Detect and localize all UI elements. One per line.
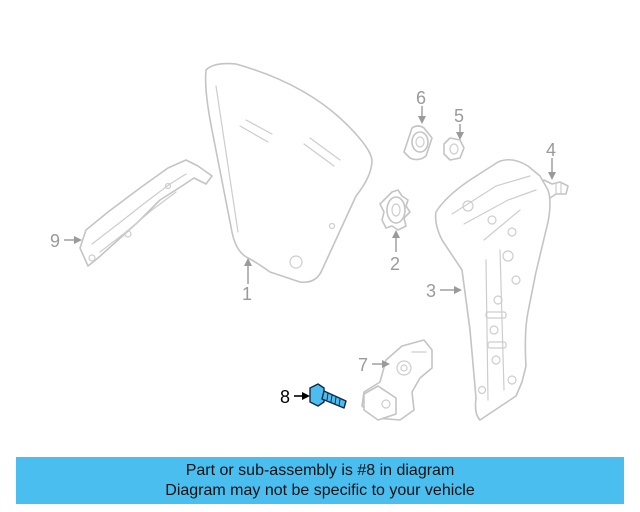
info-banner: Part or sub-assembly is #8 in diagram Di… [16,457,624,504]
part-1-door-glass[interactable] [204,62,373,284]
part-7-motor[interactable] [361,339,433,421]
part-5-bushing[interactable] [443,137,465,161]
callout-7-label: 7 [358,355,368,375]
part-9-guide-rail[interactable] [79,159,213,267]
callout-8-label: 8 [280,387,290,407]
callout-1: 1 [242,258,252,304]
callout-4: 4 [546,140,556,180]
banner-line-2: Diagram may not be specific to your vehi… [165,481,475,499]
part-3-regulator-carrier[interactable] [434,158,551,421]
callout-5: 5 [454,106,464,140]
banner-line-1: Part or sub-assembly is #8 in diagram [185,461,455,479]
callout-6: 6 [416,88,426,124]
callout-2-label: 2 [390,254,400,274]
callout-8: 8 [280,387,310,407]
callout-2: 2 [390,230,400,274]
callout-5-label: 5 [454,106,464,126]
part-2-gear[interactable] [379,189,411,231]
part-8-bolt[interactable] [309,383,347,409]
callout-1-label: 1 [242,284,252,304]
callout-4-label: 4 [546,140,556,160]
parts-diagram: 1 2 3 4 5 6 7 8 9 [50,62,569,421]
part-6-pulley[interactable] [403,125,433,161]
callout-6-label: 6 [416,88,426,108]
callout-9-label: 9 [50,231,60,251]
callout-7: 7 [358,355,390,375]
callout-3: 3 [426,281,462,301]
callout-3-label: 3 [426,281,436,301]
callout-9: 9 [50,231,82,251]
